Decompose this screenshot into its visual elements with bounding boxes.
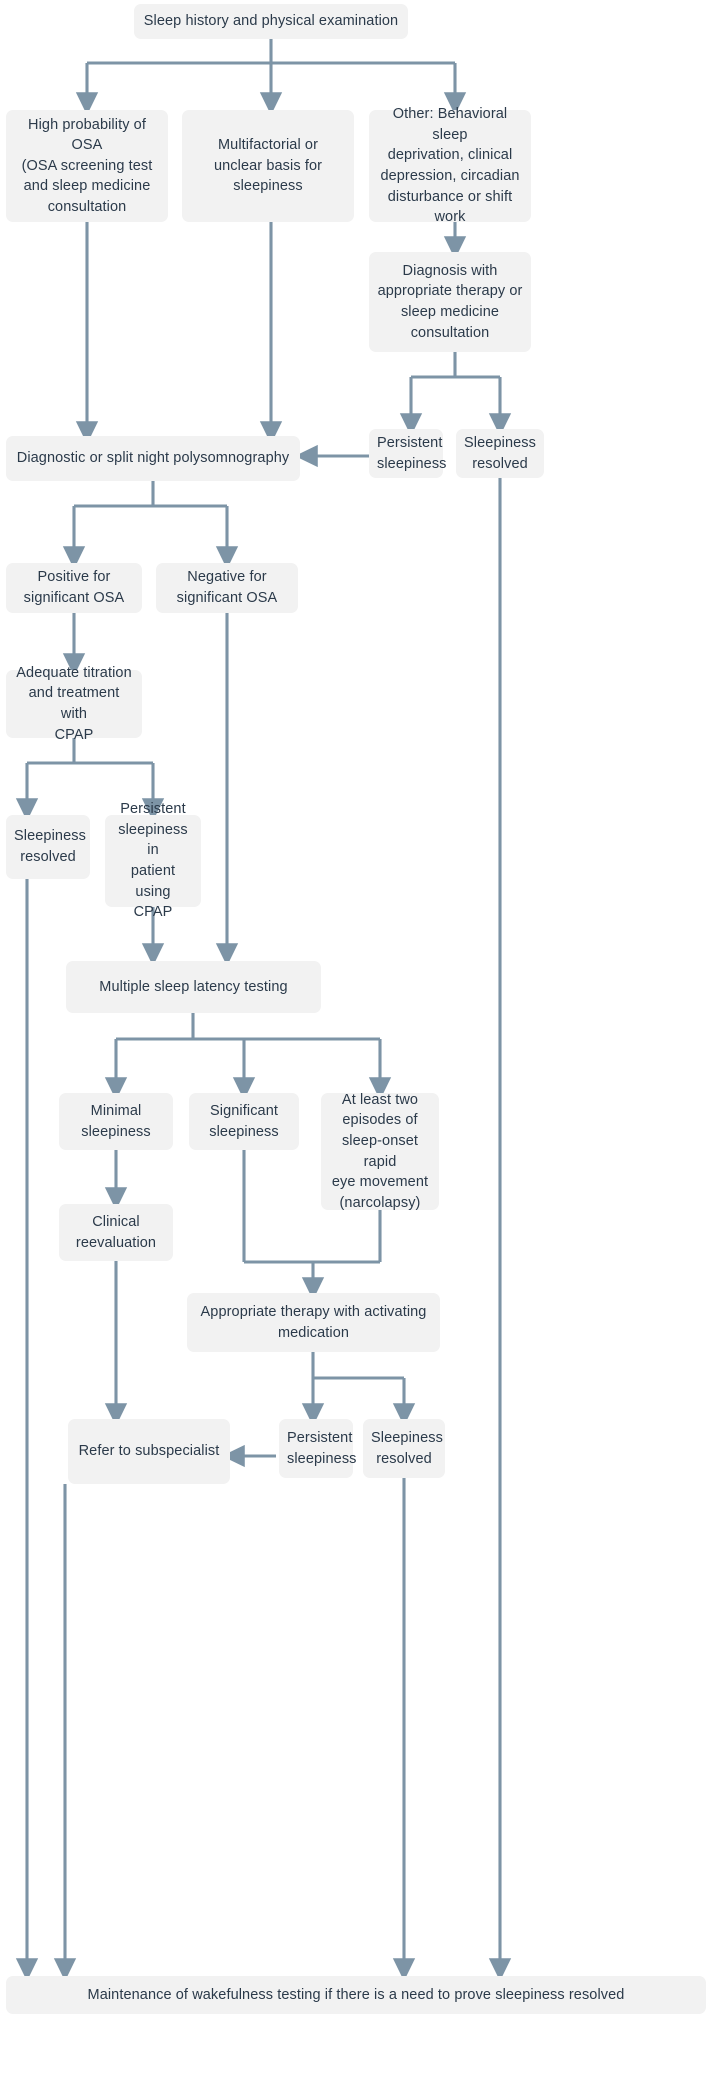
node-label: Diagnostic or split night polysomnograph… <box>16 450 290 467</box>
node-label: Persistent sleepiness in patient using C… <box>118 801 188 921</box>
node-polysomnography[interactable]: Diagnostic or split night polysomnograph… <box>6 436 300 481</box>
node-label: Clinical reevaluation <box>75 1213 157 1251</box>
node-label: Positive for significant OSA <box>23 569 125 606</box>
node-sleepiness-resolved-cpap[interactable]: Sleepiness resolved <box>6 815 90 879</box>
node-multiple-sleep-latency-testing[interactable]: Multiple sleep latency testing <box>66 961 321 1013</box>
node-label: Refer to subspecialist <box>78 1443 220 1460</box>
node-label: Sleepiness resolved <box>14 828 86 865</box>
node-label: Persistent sleepiness <box>377 434 447 472</box>
node-sleepiness-resolved-upper[interactable]: Sleepiness resolved <box>456 429 544 478</box>
node-maintenance-wakefulness[interactable]: Maintenance of wakefulness testing if th… <box>6 1976 706 2014</box>
node-other-behavioral[interactable]: Other: Behavioral sleep deprivation, cli… <box>369 106 531 225</box>
node-label: Diagnosis with appropriate therapy or sl… <box>377 262 523 341</box>
node-label: Persistent sleepiness <box>287 1429 357 1467</box>
node-label: Minimal sleepiness <box>81 1102 151 1140</box>
node-label: Multiple sleep latency testing <box>99 978 288 995</box>
node-clinical-reevaluation[interactable]: Clinical reevaluation <box>59 1204 173 1261</box>
node-minimal-sleepiness[interactable]: Minimal sleepiness <box>59 1093 173 1150</box>
node-label: Negative for significant OSA <box>176 569 278 606</box>
node-label: Sleep history and physical examination <box>143 13 399 30</box>
node-label: Appropriate therapy with activating medi… <box>200 1303 427 1341</box>
node-sleepiness-resolved-lower[interactable]: Sleepiness resolved <box>363 1419 445 1478</box>
node-label: Sleepiness resolved <box>371 1429 443 1467</box>
node-refer-subspecialist[interactable]: Refer to subspecialist <box>68 1419 230 1484</box>
node-label: Maintenance of wakefulness testing if th… <box>87 1986 625 2003</box>
node-appropriate-therapy[interactable]: Appropriate therapy with activating medi… <box>187 1293 440 1352</box>
node-multifactorial[interactable]: Multifactorial or unclear basis for slee… <box>182 110 354 222</box>
node-positive-osa[interactable]: Positive for significant OSA <box>6 563 142 613</box>
node-sleep-history[interactable]: Sleep history and physical examination <box>134 4 408 39</box>
node-label: High probability of OSA (OSA screening t… <box>21 116 153 215</box>
node-label: Other: Behavioral sleep deprivation, cli… <box>380 106 520 226</box>
node-high-probability-osa[interactable]: High probability of OSA (OSA screening t… <box>6 110 168 222</box>
node-diagnosis-therapy[interactable]: Diagnosis with appropriate therapy or sl… <box>369 252 531 352</box>
node-persistent-sleepiness-lower[interactable]: Persistent sleepiness <box>279 1419 357 1478</box>
node-persistent-sleepiness-cpap[interactable]: Persistent sleepiness in patient using C… <box>105 801 201 920</box>
node-label: Sleepiness resolved <box>464 434 536 472</box>
node-label: Significant sleepiness <box>209 1102 279 1140</box>
node-label: At least two episodes of sleep-onset rap… <box>331 1091 429 1211</box>
node-sorem-narcolepsy[interactable]: At least two episodes of sleep-onset rap… <box>321 1091 439 1211</box>
node-label: Multifactorial or unclear basis for slee… <box>213 137 323 195</box>
node-label: Adequate titration and treatment with CP… <box>16 664 132 743</box>
node-negative-osa[interactable]: Negative for significant OSA <box>156 563 298 613</box>
node-persistent-sleepiness-upper[interactable]: Persistent sleepiness <box>369 429 447 478</box>
node-adequate-titration[interactable]: Adequate titration and treatment with CP… <box>6 665 142 743</box>
node-significant-sleepiness[interactable]: Significant sleepiness <box>189 1093 299 1150</box>
